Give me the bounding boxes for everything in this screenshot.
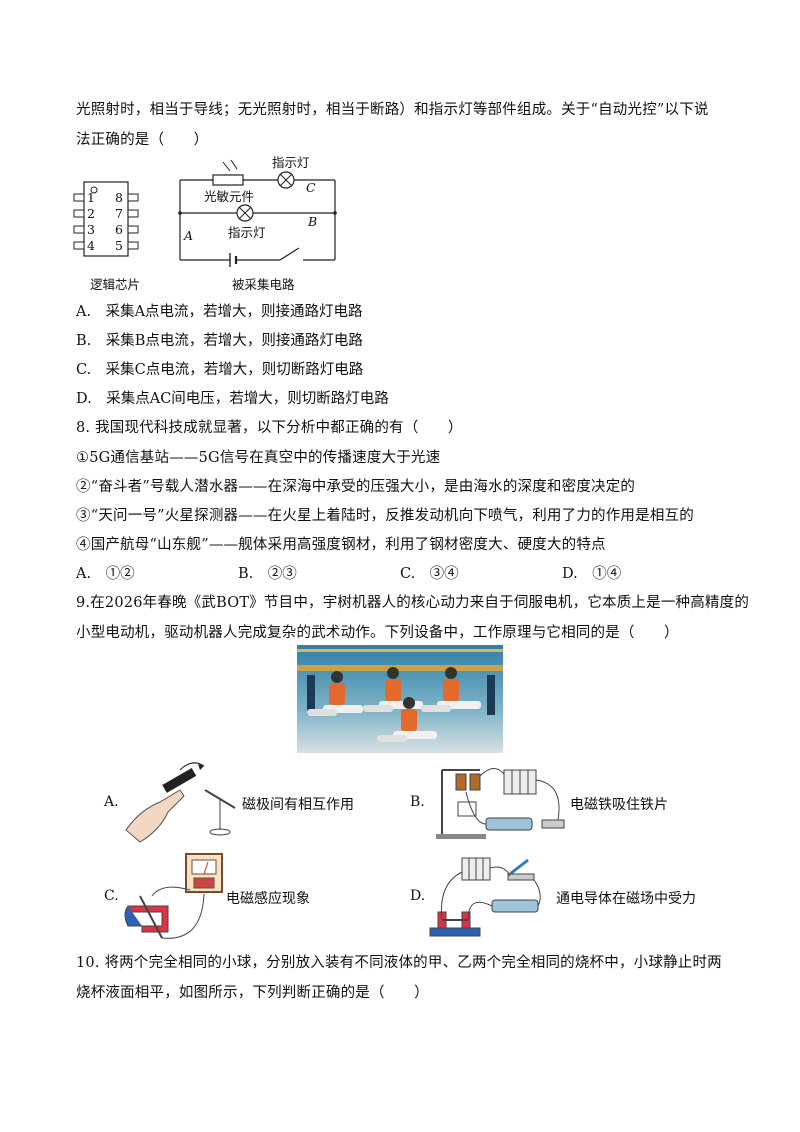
q8-option-c: C. ③④: [400, 566, 459, 582]
q9-choice-a-letter: A.: [104, 794, 119, 810]
chip-pin-2: 2: [87, 206, 95, 221]
q10-stem-line2: 烧杯液面相平，如图所示，下列判断正确的是（ ）: [76, 985, 429, 1001]
circuit-diagram: [178, 159, 337, 267]
point-a-label: A: [184, 228, 194, 243]
q8-item-2: ②“奋斗者”号载人潜水器——在深海中承受的压强大小，是由海水的深度和密度决定的: [76, 479, 636, 495]
q9-choice-d-letter: D.: [410, 888, 426, 904]
q9-choice-b-label: 电磁铁吸住铁片: [570, 797, 668, 813]
q9-stem-line1: 9.在2026年春晚《武BOT》节目中，宇树机器人的核心动力来自于伺服电机，它本…: [76, 595, 750, 611]
chip-pin-3: 3: [87, 222, 95, 237]
q10-stem-line1: 10. 将两个完全相同的小球，分别放入装有不同液体的甲、乙两个完全相同的烧杯中，…: [76, 955, 722, 971]
q7-stem-line1: 光照射时，相当于导线；无光照射时，相当于断路）和指示灯等部件组成。关于“自动光控…: [76, 102, 709, 118]
electromagnet-figure: [436, 768, 565, 839]
magnet-compass-figure: [125, 762, 236, 843]
chip-pin-6: 6: [115, 222, 123, 237]
q8-option-d: D. ①④: [562, 566, 622, 582]
robot-stage-photo: [297, 645, 503, 753]
chip-pin-1: 1: [87, 190, 95, 205]
q8-item-4: ④国产航母“山东舰”——舰体采用高强度钢材，利用了钢材密度大、硬度大的特点: [76, 537, 606, 553]
q8-option-b: B. ②③: [238, 566, 297, 582]
q8-option-a: A. ①②: [76, 566, 135, 582]
q7-option-b: B. 采集B点电流，若增大，则接通路灯电路: [76, 333, 363, 349]
q8-item-1: ①5G通信基站——5G信号在真空中的传播速度大于光速: [76, 450, 441, 466]
circuit-caption: 被采集电路: [232, 277, 295, 292]
q7-option-a: A. 采集A点电流，若增大，则接通路灯电路: [76, 304, 363, 320]
q9-choice-b-letter: B.: [410, 794, 425, 810]
q7-stem-line2: 法正确的是（ ）: [76, 132, 209, 148]
q7-option-d: D. 采集点AC间电压，若增大，则切断路灯电路: [76, 391, 389, 407]
chip-caption: 逻辑芯片: [90, 277, 141, 292]
q7-option-c: C. 采集C点电流，若增大，则切断路灯电路: [76, 362, 364, 378]
q9-choice-d-label: 通电导体在磁场中受力: [556, 891, 696, 907]
q9-choice-a-label: 磁极间有相互作用: [242, 797, 354, 813]
galvanometer-induction-figure: [124, 853, 223, 939]
chip-pin-4: 4: [87, 238, 95, 253]
q8-item-3: ③“天问一号”火星探测器——在火星上着陆时，反推发动机向下喷气，利用了力的作用是…: [76, 508, 694, 524]
point-c-label: C: [306, 180, 316, 195]
q9-choice-c-letter: C.: [104, 888, 119, 904]
light-element-label: 光敏元件: [204, 189, 255, 204]
lamp-bottom-label: 指示灯: [228, 225, 266, 240]
q9-stem-line2: 小型电动机，驱动机器人完成复杂的武术动作。下列设备中，工作原理与它相同的是（ ）: [76, 625, 679, 641]
chip-pin-7: 7: [115, 206, 123, 221]
chip-pin-8: 8: [115, 190, 123, 205]
logic-chip-figure: [73, 181, 139, 257]
q8-stem: 8. 我国现代科技成就显著，以下分析中都正确的有（ ）: [76, 420, 463, 436]
chip-pin-5: 5: [115, 238, 123, 253]
point-b-label: B: [308, 214, 318, 229]
motor-principle-figure: [429, 857, 541, 937]
lamp-top-label: 指示灯: [272, 155, 310, 170]
q9-choice-c-label: 电磁感应现象: [226, 891, 310, 907]
